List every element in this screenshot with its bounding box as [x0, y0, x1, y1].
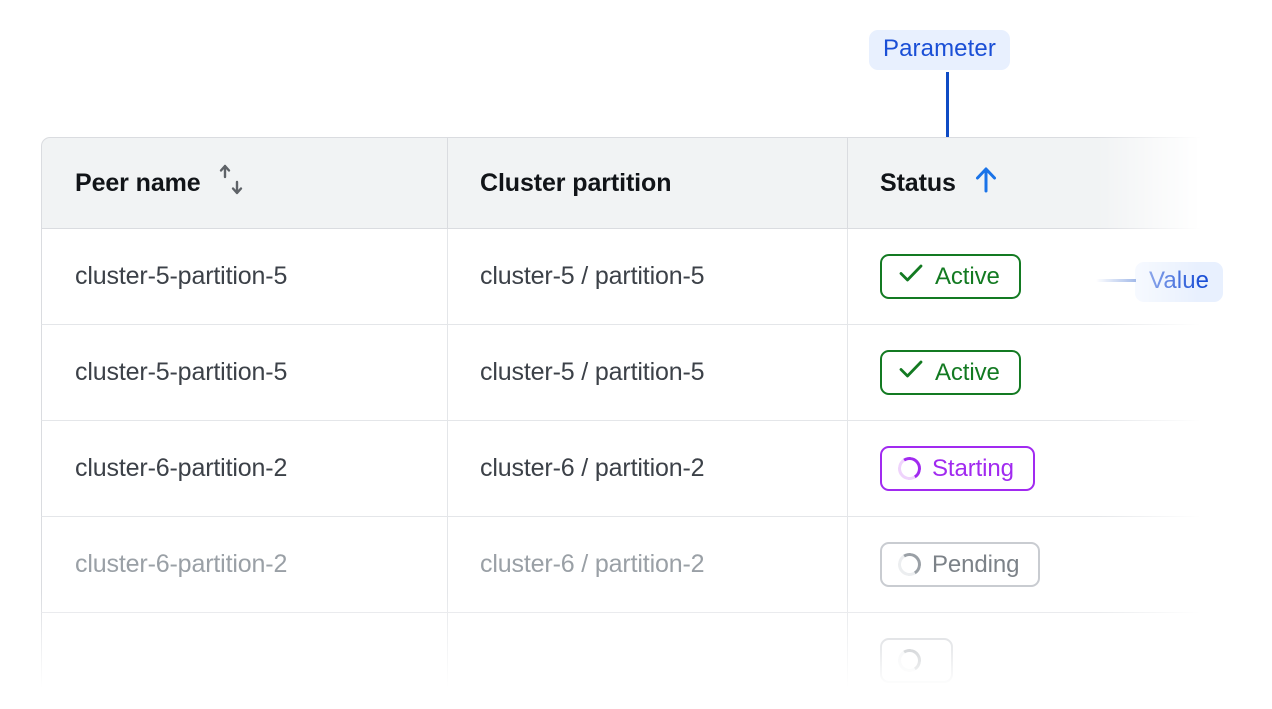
status-badge: Active	[880, 350, 1021, 395]
cell-cluster-partition	[447, 613, 847, 708]
cell-peer-name	[42, 613, 447, 708]
spinner-icon	[895, 646, 924, 675]
column-header-peer-name-label: Peer name	[75, 168, 201, 197]
annotation-connector-parameter	[946, 72, 949, 156]
cell-status	[847, 613, 1272, 708]
sort-updown-icon[interactable]	[217, 163, 247, 204]
cell-status: Pending	[847, 517, 1272, 612]
table-row[interactable]: cluster-5-partition-5 cluster-5 / partit…	[41, 229, 1272, 325]
cell-divider	[447, 421, 448, 516]
cell-cluster-partition: cluster-6 / partition-2	[480, 454, 705, 482]
status-badge: Pending	[880, 542, 1041, 587]
status-badge-label: Active	[935, 262, 1000, 290]
peers-table: Peer name Cluster partition Status	[41, 137, 1272, 709]
status-badge	[880, 638, 953, 683]
spinner-icon	[895, 550, 924, 579]
cell-divider	[847, 421, 848, 516]
cell-divider	[447, 613, 448, 708]
header-divider-2	[847, 138, 848, 228]
table-body: cluster-5-partition-5 cluster-5 / partit…	[41, 229, 1272, 709]
table-row[interactable]: cluster-6-partition-2 cluster-6 / partit…	[41, 517, 1272, 613]
cell-status: Active	[847, 325, 1272, 420]
column-header-cluster-partition-label: Cluster partition	[480, 168, 672, 197]
cell-peer-name: cluster-5-partition-5	[75, 262, 288, 290]
cell-divider	[447, 229, 448, 324]
cell-cluster-partition: cluster-5 / partition-5	[480, 262, 705, 290]
column-header-cluster-partition[interactable]: Cluster partition	[447, 138, 847, 228]
cell-divider	[447, 517, 448, 612]
column-header-peer-name[interactable]: Peer name	[42, 138, 447, 228]
annotation-badge-parameter: Parameter	[869, 30, 1010, 70]
cell-divider	[847, 517, 848, 612]
cell-divider	[847, 613, 848, 708]
spinner-icon	[895, 454, 924, 483]
cell-peer-name: cluster-6-partition-2	[75, 550, 288, 578]
cell-status: Starting	[847, 421, 1272, 516]
column-header-status-label: Status	[880, 168, 956, 197]
check-icon	[898, 358, 924, 387]
cell-divider	[847, 229, 848, 324]
table-row[interactable]: cluster-6-partition-2 cluster-6 / partit…	[41, 421, 1272, 517]
cell-divider	[447, 325, 448, 420]
cell-peer-name: cluster-6-partition-2	[75, 454, 288, 482]
table-row[interactable]	[41, 613, 1272, 709]
status-badge-label: Starting	[932, 454, 1014, 482]
status-badge-label: Active	[935, 358, 1000, 386]
cell-status: Active	[847, 229, 1272, 324]
status-badge: Starting	[880, 446, 1035, 491]
sort-up-icon[interactable]	[972, 165, 1000, 202]
check-icon	[898, 262, 924, 291]
header-divider-1	[447, 138, 448, 228]
cell-cluster-partition: cluster-6 / partition-2	[480, 550, 705, 578]
cell-peer-name: cluster-5-partition-5	[75, 358, 288, 386]
column-header-status[interactable]: Status	[847, 138, 1272, 228]
cell-cluster-partition: cluster-5 / partition-5	[480, 358, 705, 386]
table-row[interactable]: cluster-5-partition-5 cluster-5 / partit…	[41, 325, 1272, 421]
cell-divider	[847, 325, 848, 420]
table-header-row: Peer name Cluster partition Status	[41, 137, 1272, 229]
status-badge: Active	[880, 254, 1021, 299]
status-badge-label: Pending	[932, 550, 1020, 578]
